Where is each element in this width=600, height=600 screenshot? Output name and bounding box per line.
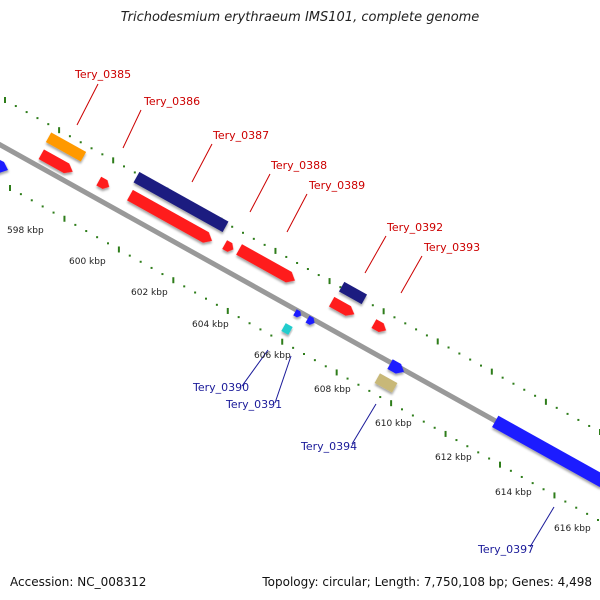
callout-line: [191, 143, 213, 183]
gene-block-tery-0386[interactable]: [38, 149, 76, 176]
scale-label: 612 kbp: [435, 453, 472, 463]
callout-line: [122, 109, 142, 149]
gene-label-top[interactable]: Tery_0389: [308, 179, 365, 192]
gene-block-small-a[interactable]: [96, 176, 111, 192]
gene-block-tery-0391[interactable]: [281, 323, 293, 335]
gene-label-bottom[interactable]: Tery_0391: [225, 398, 282, 411]
scale-label: 606 kbp: [254, 351, 291, 361]
inner-tick-track: [9, 185, 599, 521]
callout-line: [241, 349, 269, 387]
gene-block-tery-0387[interactable]: [133, 171, 229, 233]
gene-label-top[interactable]: Tery_0392: [386, 221, 443, 234]
callout-line: [351, 403, 377, 445]
callout-line: [400, 255, 423, 294]
gene-block-left-edge[interactable]: [0, 158, 8, 174]
gene-label-top[interactable]: Tery_0393: [423, 241, 480, 254]
gene-block-tery-0388[interactable]: [127, 189, 215, 246]
gene-label-top[interactable]: Tery_0387: [212, 129, 269, 142]
gene-label-top[interactable]: Tery_0388: [270, 159, 327, 172]
callout-line: [274, 355, 292, 404]
scale-label: 600 kbp: [69, 257, 106, 267]
gene-block-tery-0393[interactable]: [371, 319, 388, 335]
gene-block-small-b[interactable]: [222, 240, 236, 254]
scale-label: 598 kbp: [7, 226, 44, 236]
callout-line: [529, 506, 555, 548]
callout-line: [76, 83, 99, 126]
gene-label-top[interactable]: Tery_0385: [74, 68, 131, 81]
scale-labels: 598 kbp 600 kbp 602 kbp 604 kbp 606 kbp 608 k…: [7, 226, 591, 534]
callout-line: [249, 173, 271, 213]
scale-label: 614 kbp: [495, 488, 532, 498]
callout-line: [364, 235, 387, 274]
gene-block-red-c[interactable]: [328, 296, 357, 319]
gene-features: [0, 132, 600, 491]
scale-label: 602 kbp: [131, 288, 168, 298]
gene-block-tery-0394[interactable]: [374, 373, 398, 393]
scale-label: 616 kbp: [554, 524, 591, 534]
gene-label-bottom[interactable]: Tery_0394: [300, 440, 357, 453]
gene-label-bottom[interactable]: Tery_0390: [192, 381, 249, 394]
gene-label-bottom[interactable]: Tery_0397: [477, 543, 534, 556]
scale-label: 610 kbp: [375, 419, 412, 429]
gene-label-top[interactable]: Tery_0386: [143, 95, 200, 108]
map-title: Trichodesmium erythraeum IMS101, complet…: [120, 10, 480, 25]
scale-label: 604 kbp: [192, 320, 229, 330]
gene-block-blue-c[interactable]: [387, 359, 406, 376]
gene-block-tery-0392[interactable]: [338, 281, 368, 305]
gene-block-blue-small[interactable]: [305, 315, 317, 327]
gene-block-tery-0397[interactable]: [492, 415, 600, 491]
gene-callouts: Tery_0385Tery_0386Tery_0387Tery_0388Tery…: [74, 68, 555, 556]
callout-line: [286, 193, 308, 233]
accession-label: Accession: NC_008312: [10, 575, 147, 589]
gene-block-tery-0390[interactable]: [293, 309, 303, 319]
gene-block-tery-0385[interactable]: [45, 132, 87, 162]
genome-summary: Topology: circular; Length: 7,750,108 bp…: [262, 575, 592, 589]
gene-block-tery-0389[interactable]: [236, 244, 298, 286]
scale-label: 608 kbp: [314, 385, 351, 395]
